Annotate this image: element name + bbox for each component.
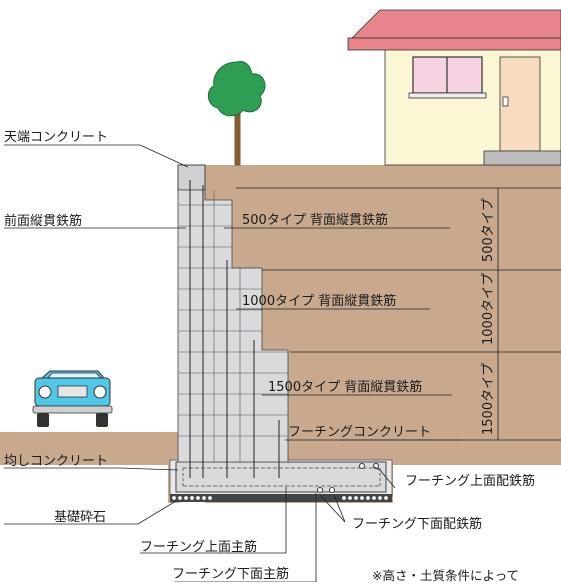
footing-top-main-label: フーチング上面主筋 (140, 539, 257, 555)
back-rebar-1500-label: 1500タイプ 背面縦貫鉄筋 (268, 379, 422, 395)
footing-bottom-rebar-label: フーチング下面配鉄筋 (352, 516, 482, 532)
front-rebar-label: 前面縦貫鉄筋 (4, 213, 82, 229)
footing-top-rebar-label: フーチング上面配鉄筋 (405, 473, 535, 489)
vertical-rebars (189, 180, 280, 478)
back-rebar-1000-label: 1000タイプ 背面縦貫鉄筋 (242, 293, 396, 309)
leveling-concrete-label: 均しコンクリート (4, 454, 108, 469)
car (32, 370, 113, 427)
footing-top-rebar-dot (359, 463, 365, 469)
conditions-note: ※高さ・土質条件によって (372, 568, 519, 582)
footing-concrete-label: フーチングコンクリート (288, 425, 431, 440)
footing (175, 461, 387, 493)
base-crushed-stone-label: 基礎砕石 (54, 510, 106, 525)
footing-bottom-main-label: フーチング下面主筋 (172, 566, 289, 582)
lower-white-area (0, 503, 561, 582)
dim-1000-label: 1000タイプ (481, 273, 496, 345)
house (347, 9, 561, 166)
back-rebar-500-label: 500タイプ 背面縦貫鉄筋 (242, 212, 388, 228)
crushed-stone (170, 494, 392, 502)
footing-bottom-rebar-dot (317, 487, 323, 493)
block-joints (178, 190, 288, 462)
tree (207, 61, 266, 166)
dim-500-label: 500タイプ (481, 198, 496, 262)
top-concrete (177, 164, 206, 191)
dim-1500-label: 1500タイプ (481, 363, 496, 435)
top-concrete-label: 天端コンクリート (4, 130, 108, 145)
